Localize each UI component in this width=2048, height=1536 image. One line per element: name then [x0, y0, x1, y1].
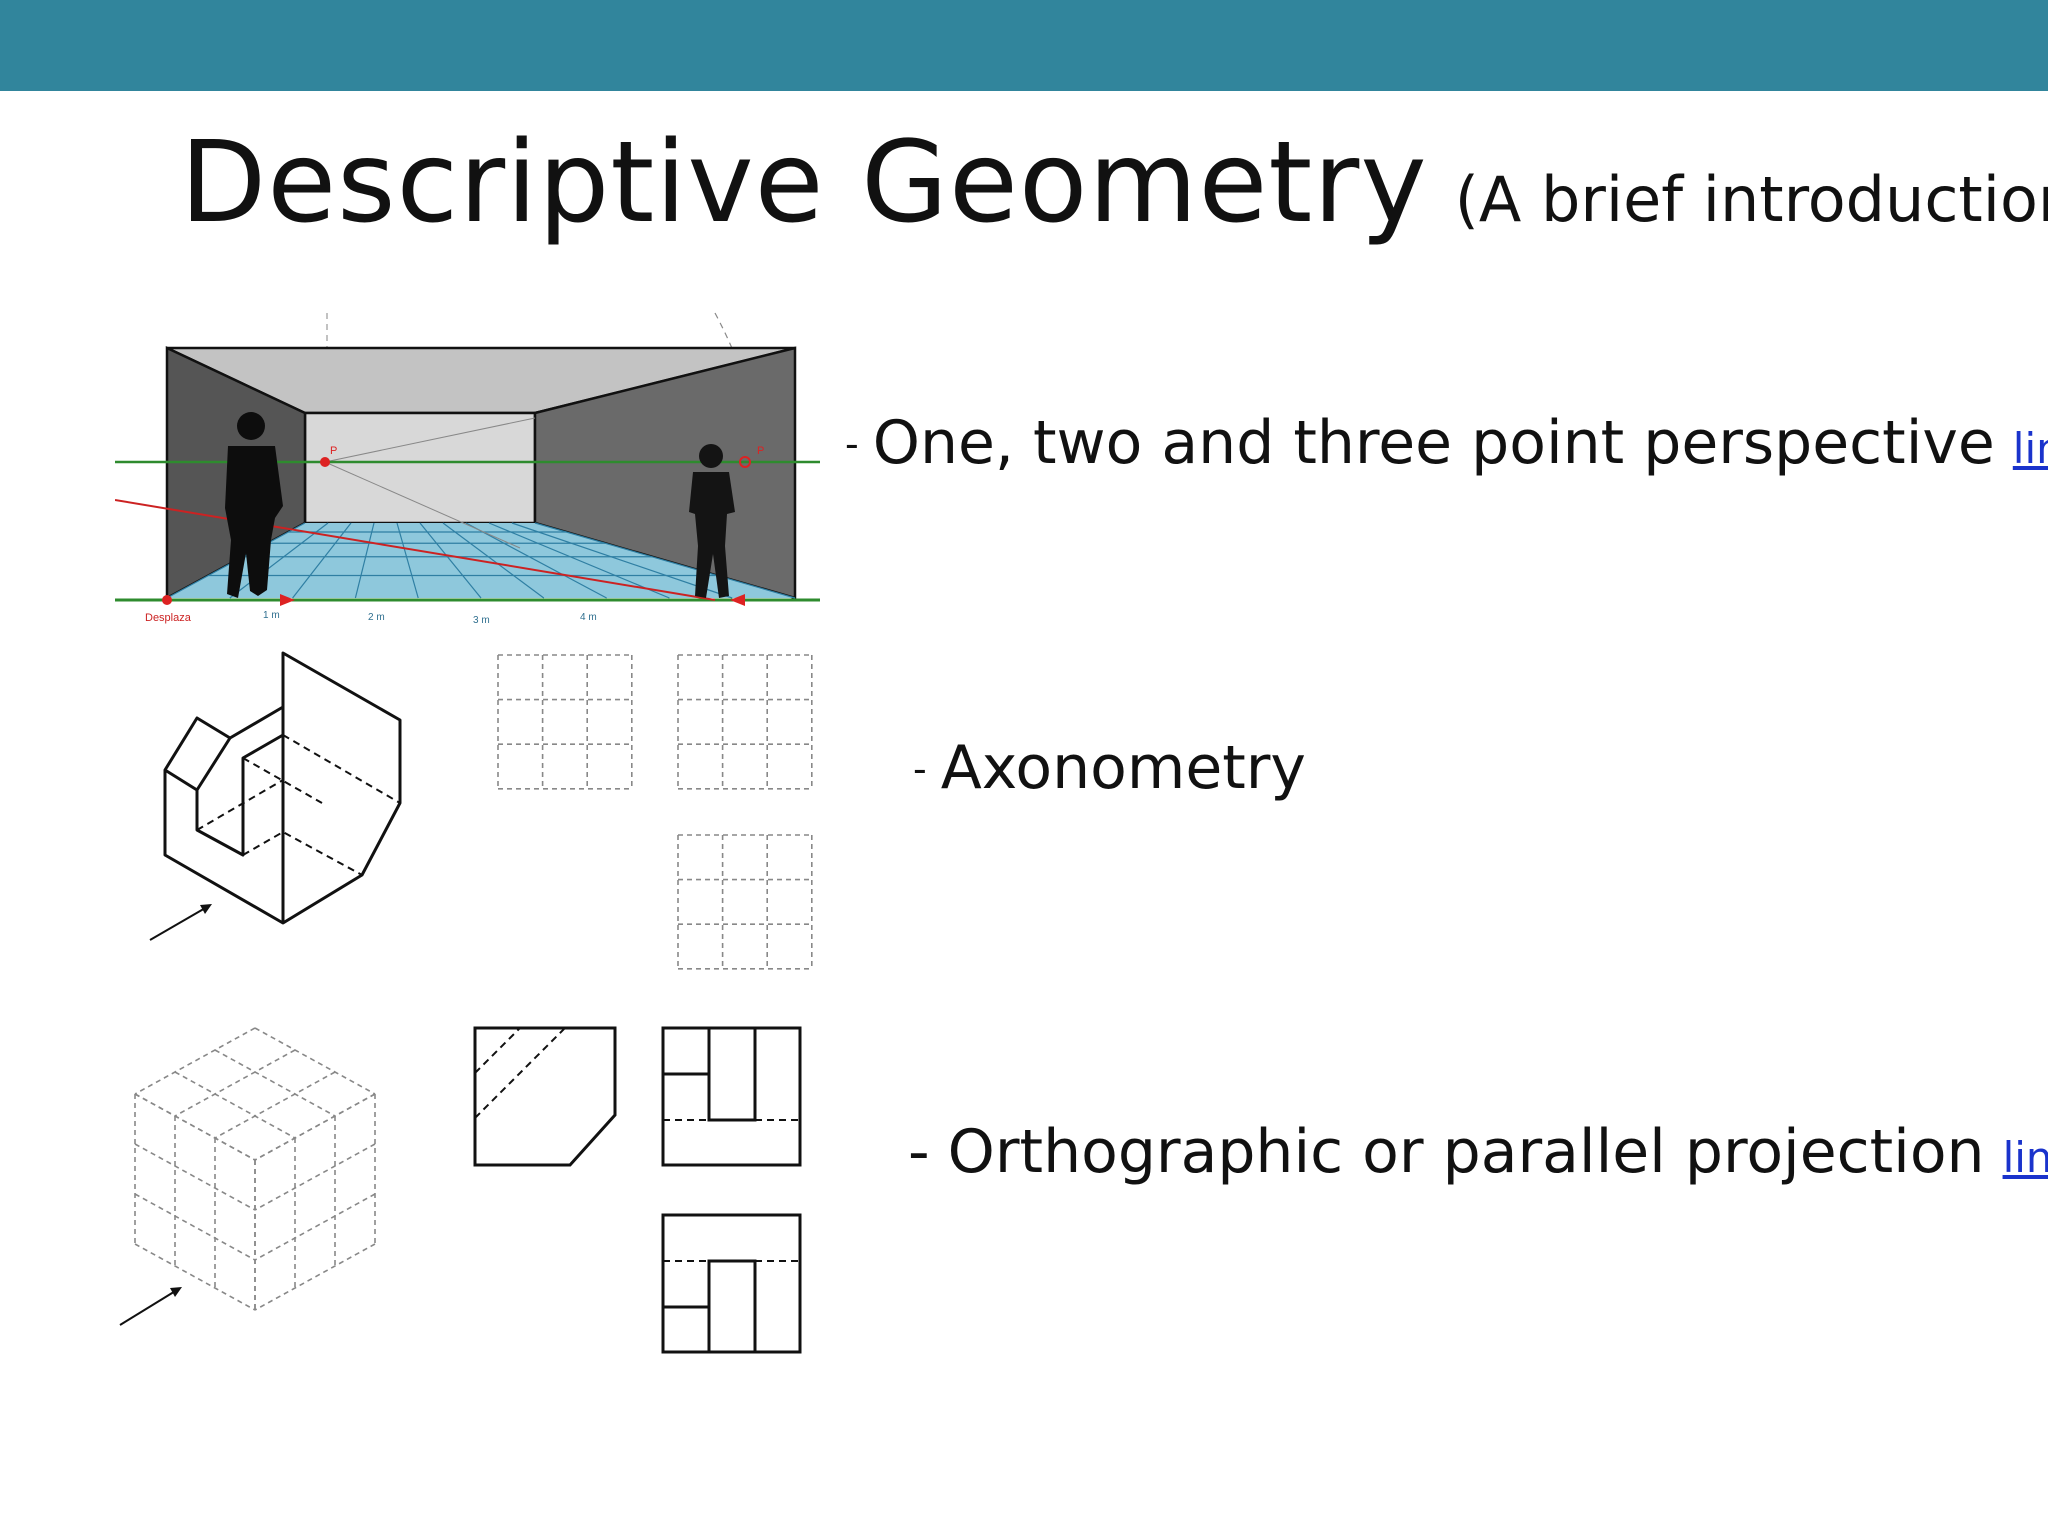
distance-label: 3 m — [473, 615, 490, 626]
bullet-dash: - — [913, 747, 927, 791]
point-label: P — [757, 445, 764, 457]
view-arrow — [149, 906, 208, 941]
bullet-axonometry-text: Axonometry — [940, 733, 1306, 803]
bullet-dash: - — [908, 1117, 930, 1187]
floor-grid — [166, 522, 796, 599]
distance-label: 1 m — [263, 610, 280, 621]
origin-point — [162, 595, 172, 605]
subtitle-text: (A brief introduction) — [1454, 163, 2048, 236]
axonometry-figure — [149, 651, 402, 941]
empty-view-grid — [497, 654, 633, 790]
slide-title: Descriptive Geometry (A brief introducti… — [180, 118, 2048, 248]
start-label: Desplaza — [145, 612, 192, 624]
point-label: P — [330, 445, 337, 457]
header-band — [0, 0, 2048, 91]
human-silhouette-right — [689, 444, 735, 598]
view-arrow — [119, 1289, 178, 1326]
distance-label: 2 m — [368, 612, 385, 623]
perspective-figure: P P Desplaza 1 m 2 m 3 m 4 m — [115, 312, 820, 626]
distance-label: 4 m — [580, 612, 597, 623]
vanishing-point — [320, 457, 330, 467]
measuring-ray — [115, 499, 716, 601]
bullet-axonometry: -Axonometry — [913, 733, 1306, 803]
bullet-perspective-text: One, two and three point perspective — [872, 408, 1995, 478]
orthographic-view-top — [473, 1026, 617, 1167]
measuring-point — [739, 456, 751, 468]
human-silhouette-left — [225, 412, 283, 598]
bullet-orthographic: -Orthographic or parallel projection link — [908, 1117, 2048, 1187]
title-text: Descriptive Geometry — [180, 118, 1428, 248]
arrow-head — [170, 1287, 182, 1297]
bullet-dash: - — [845, 422, 859, 466]
arrow-marker — [730, 594, 745, 606]
isometric-dashed-cube — [119, 1027, 376, 1326]
empty-view-grid — [677, 654, 813, 790]
arrow-head — [200, 904, 212, 914]
orthographic-view-front — [661, 1026, 802, 1167]
orthographic-link[interactable]: link — [2002, 1133, 2048, 1182]
arrow-marker — [280, 594, 295, 606]
orthographic-view-side — [661, 1213, 802, 1354]
sight-line — [324, 417, 536, 463]
bullet-orthographic-text: Orthographic or parallel projection — [947, 1117, 1985, 1187]
empty-view-grid — [677, 834, 813, 970]
bullet-perspective: -One, two and three point perspective lin… — [845, 408, 2048, 478]
sight-line — [324, 461, 521, 549]
perspective-link[interactable]: link — [2012, 424, 2048, 473]
